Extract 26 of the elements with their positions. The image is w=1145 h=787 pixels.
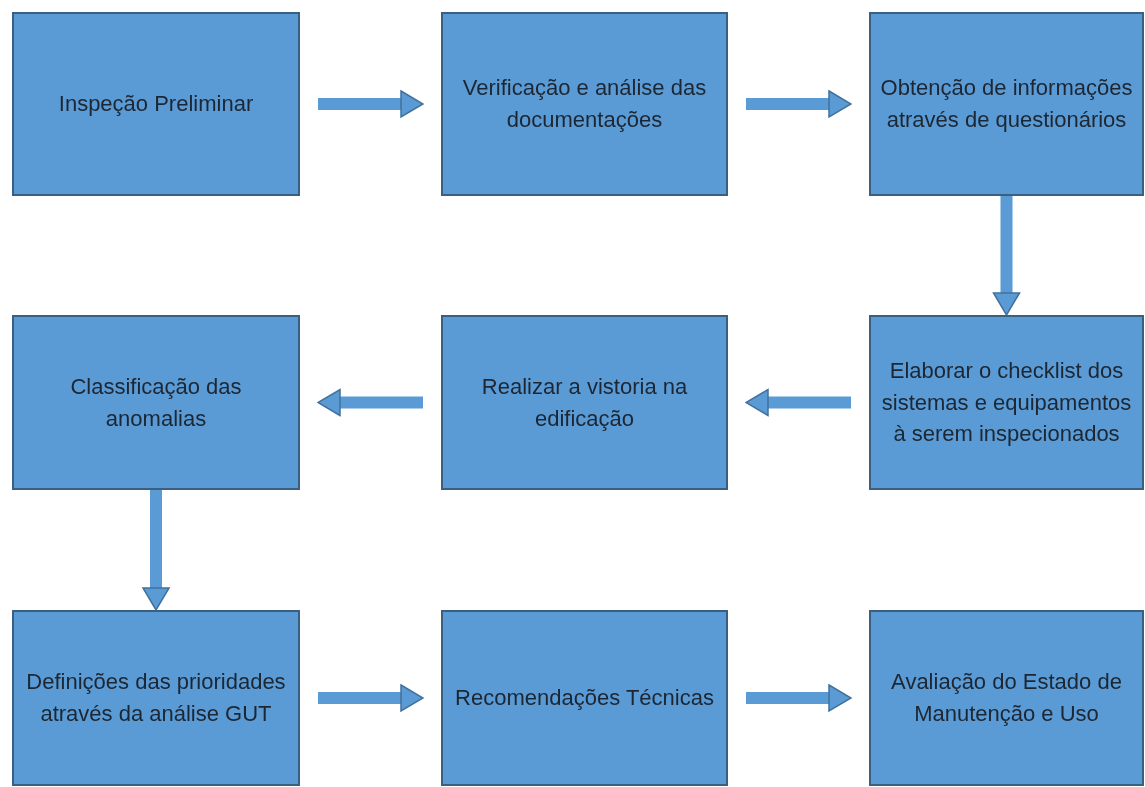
process-box: [441, 315, 728, 490]
block-arrow: [318, 684, 424, 712]
process-box: [441, 610, 728, 786]
step-text: Classificação das anomalias: [69, 372, 243, 433]
block-arrow: [746, 90, 852, 118]
block-arrow: [992, 196, 1021, 316]
process-box: [12, 315, 300, 490]
step-text: Realizar a vistoria na edificação: [480, 372, 689, 433]
block-arrow: [317, 388, 423, 417]
step-text: Verificação e análise das documentações: [461, 74, 708, 134]
process-box: [869, 315, 1144, 490]
process-box: [869, 12, 1144, 196]
step-text: Recomendações Técnicas: [455, 684, 714, 713]
step-text: Obtenção de informações através de questionários: [879, 74, 1134, 134]
step-text: Avaliação do Estado de Manutenção e Uso: [890, 668, 1123, 728]
process-box: [441, 12, 728, 196]
process-box: [869, 610, 1144, 786]
step-text: Inspeção Preliminar: [58, 90, 254, 119]
process-box: [12, 12, 300, 196]
block-arrow: [318, 90, 424, 118]
step-text: Definições das prioridades através da análise GUT: [25, 668, 287, 728]
block-arrow: [745, 388, 851, 417]
step-text: Elaborar o checklist dos sistemas e equipamentos à serem inspecionados: [880, 356, 1133, 449]
block-arrow: [746, 684, 852, 712]
block-arrow: [142, 490, 170, 611]
process-box: [12, 610, 300, 786]
